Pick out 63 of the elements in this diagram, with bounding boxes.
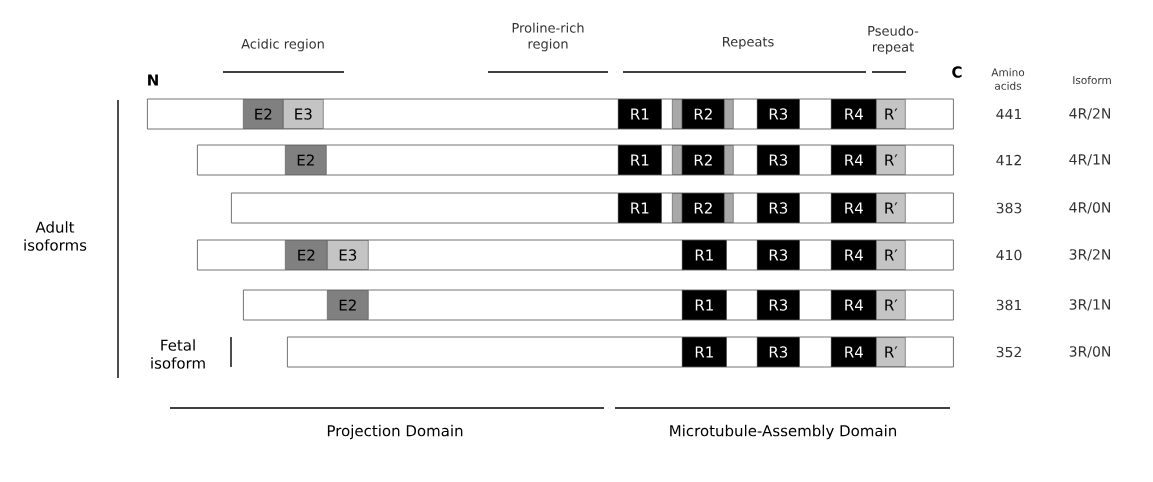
insert-stripe bbox=[672, 99, 683, 129]
text-label: C bbox=[952, 66, 962, 78]
insert-stripe bbox=[724, 193, 734, 223]
text-label: Adult isoforms bbox=[24, 221, 87, 251]
text-label: Pseudo-repeat bbox=[868, 25, 919, 55]
text-label: 4R/0N bbox=[1069, 202, 1110, 214]
text-label: Isoform bbox=[1073, 75, 1111, 85]
repeat-segment: R4 bbox=[831, 145, 877, 175]
repeat-segment: R1 bbox=[682, 290, 727, 320]
repeat-segment: R4 bbox=[831, 193, 877, 223]
text-label: 381 bbox=[996, 299, 1022, 311]
insert-stripe bbox=[724, 145, 734, 175]
repeat-segment: R1 bbox=[618, 99, 662, 129]
exon-segment: E3 bbox=[283, 99, 324, 129]
repeat-segment: R2 bbox=[682, 193, 725, 223]
insert-stripe bbox=[672, 193, 683, 223]
text-label: Repeats bbox=[723, 36, 774, 50]
exon-segment: E3 bbox=[327, 240, 369, 270]
repeat-segment: R′ bbox=[876, 240, 906, 270]
text-label: Proline-rich region bbox=[512, 22, 584, 52]
repeat-segment: R′ bbox=[876, 193, 906, 223]
text-label: Fetal isoform bbox=[151, 339, 205, 369]
repeat-segment: R1 bbox=[682, 337, 727, 367]
insert-stripe bbox=[724, 99, 734, 129]
text-label: 4R/1N bbox=[1069, 154, 1110, 166]
text-label: Acidic region bbox=[241, 38, 324, 52]
text-label: 352 bbox=[996, 346, 1021, 358]
text-label: Projection Domain bbox=[327, 424, 463, 440]
text-label: Microtubule-Assembly Domain bbox=[670, 424, 896, 440]
repeat-segment: R3 bbox=[757, 290, 800, 320]
text-label: 441 bbox=[996, 108, 1022, 120]
repeat-segment: R2 bbox=[682, 145, 725, 175]
exon-segment: E2 bbox=[327, 290, 369, 320]
repeat-segment: R3 bbox=[757, 240, 800, 270]
text-label: 383 bbox=[996, 202, 1022, 214]
repeat-segment: R4 bbox=[831, 290, 877, 320]
text-label: Amino acids bbox=[991, 68, 1025, 90]
repeat-segment: R3 bbox=[757, 99, 800, 129]
repeat-segment: R1 bbox=[682, 240, 727, 270]
repeat-segment: R′ bbox=[876, 337, 906, 367]
text-label: N bbox=[148, 74, 158, 86]
repeat-segment: R1 bbox=[618, 145, 662, 175]
repeat-segment: R2 bbox=[682, 99, 725, 129]
text-label: 3R/0N bbox=[1069, 346, 1110, 358]
text-label: 3R/2N bbox=[1069, 249, 1110, 261]
text-label: 412 bbox=[996, 154, 1021, 166]
repeat-segment: R4 bbox=[831, 240, 877, 270]
text-label: 410 bbox=[996, 249, 1022, 261]
repeat-segment: R4 bbox=[831, 99, 877, 129]
exon-segment: E2 bbox=[285, 240, 328, 270]
text-label: 4R/2N bbox=[1069, 108, 1110, 120]
repeat-segment: R′ bbox=[876, 290, 906, 320]
exon-segment: E2 bbox=[243, 99, 284, 129]
text-label: 3R/1N bbox=[1069, 299, 1110, 311]
exon-segment: E2 bbox=[285, 145, 327, 175]
repeat-segment: R′ bbox=[876, 99, 906, 129]
repeat-segment: R4 bbox=[831, 337, 877, 367]
repeat-segment: R3 bbox=[757, 337, 800, 367]
repeat-segment: R′ bbox=[876, 145, 906, 175]
insert-stripe bbox=[672, 145, 683, 175]
repeat-segment: R3 bbox=[757, 145, 800, 175]
repeat-segment: R1 bbox=[618, 193, 662, 223]
repeat-segment: R3 bbox=[757, 193, 800, 223]
